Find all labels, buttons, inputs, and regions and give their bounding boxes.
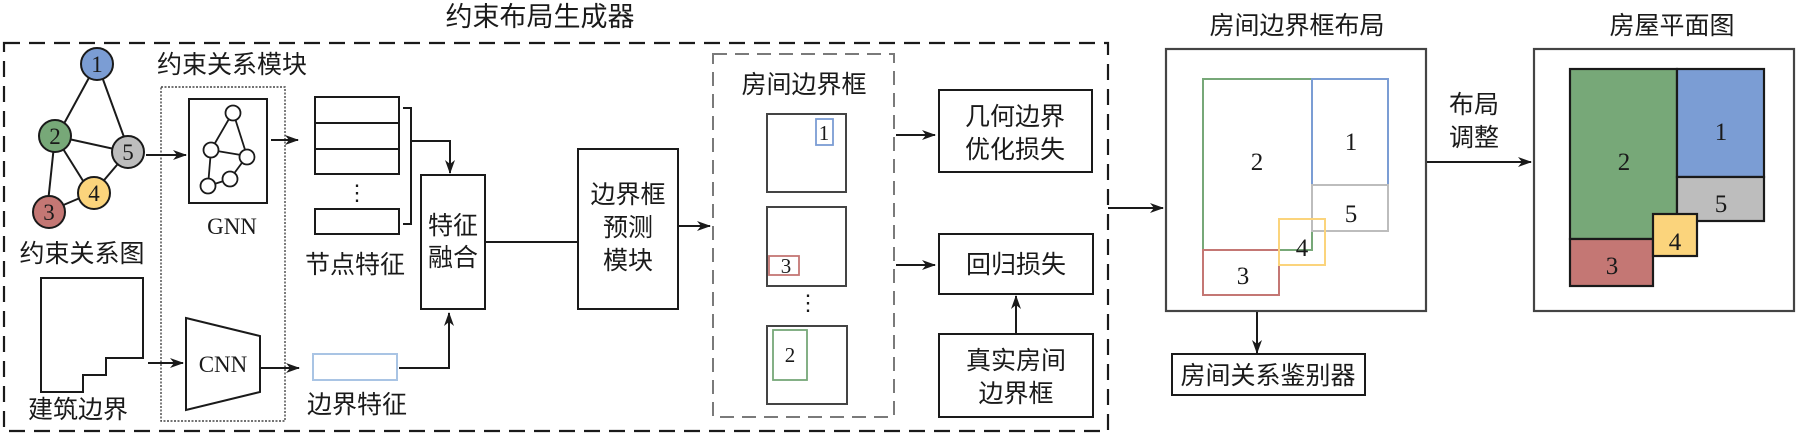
floorplan-room-2-label: 2	[1618, 149, 1631, 176]
bbox-predictor-line3: 模块	[603, 246, 653, 275]
node-features-ellipsis: ⋮	[346, 181, 368, 206]
graph-node-label: 5	[122, 140, 134, 165]
layout-room-5-label: 5	[1345, 201, 1358, 228]
geometric-loss-line2: 优化损失	[965, 135, 1065, 164]
bbox-room-3-label: 3	[781, 254, 792, 278]
room-bboxes-label: 房间边界框	[741, 70, 866, 99]
graph-node-3	[32, 195, 66, 229]
graph-node-label: 2	[49, 124, 61, 149]
bbox-card-3	[766, 206, 847, 287]
floorplan-room-2	[1568, 67, 1679, 241]
layout-room-5	[1311, 184, 1389, 232]
gnn-label: GNN	[207, 214, 257, 239]
bbox-card-1	[766, 113, 847, 193]
floorplan-room-4-label: 4	[1669, 229, 1682, 256]
ground-truth-line2: 边界框	[978, 379, 1053, 408]
regression-loss-box	[938, 233, 1094, 295]
graph-node-label: 1	[91, 52, 103, 77]
ground-truth-box	[938, 333, 1094, 418]
floorplan-room-1	[1675, 67, 1766, 179]
ground-truth-line1: 真实房间	[966, 346, 1066, 375]
bbox-layout-label: 房间边界框布局	[1209, 11, 1384, 40]
graph-node-label: 4	[88, 181, 100, 206]
node-features-stack	[314, 96, 400, 235]
feature-fusion-line2: 融合	[428, 243, 478, 272]
generator-frame	[2, 41, 1110, 433]
bbox-predictor-line1: 边界框	[590, 180, 665, 209]
bbox-room-2	[772, 329, 808, 381]
layout-room-3	[1202, 249, 1280, 296]
bbox-room-2-label: 2	[785, 343, 796, 367]
floorplan-room-4	[1651, 212, 1699, 258]
bbox-predictor-line2: 预测	[603, 213, 653, 242]
floorplan-room-3-label: 3	[1606, 253, 1619, 280]
room-bboxes-ellipsis: ⋮	[797, 291, 819, 316]
geometric-loss-box	[938, 89, 1093, 173]
graph-node-label: 3	[43, 200, 55, 225]
node-features-label: 节点特征	[305, 250, 405, 279]
building-boundary-shape	[40, 277, 144, 393]
graph-node-2	[38, 119, 72, 153]
feature-fusion-line1: 特征	[428, 211, 478, 240]
geometric-loss-line1: 几何边界	[965, 102, 1065, 131]
constraint-module-frame	[160, 86, 286, 422]
room-discriminator-label: 房间关系鉴别器	[1180, 361, 1355, 390]
arrow-node-features-to-fusion	[411, 140, 455, 174]
arrow-boundary-features-to-fusion	[399, 312, 454, 369]
bbox-layout-box	[1164, 47, 1428, 313]
layout-adjust-line1: 布局	[1449, 90, 1499, 119]
layout-room-3-label: 3	[1237, 263, 1250, 290]
bbox-room-1	[815, 118, 834, 146]
graph-node-5	[111, 135, 145, 169]
constraint-graph: 1 2 3 4 5	[32, 47, 145, 229]
floor-plan-label: 房屋平面图	[1609, 11, 1734, 40]
generator-title: 约束布局生成器	[446, 2, 635, 33]
bbox-room-3	[768, 255, 800, 276]
boundary-features-label: 边界特征	[307, 390, 407, 419]
layout-room-2-label: 2	[1251, 149, 1264, 176]
boundary-feature-bar	[312, 353, 398, 381]
floorplan-room-1-label: 1	[1715, 119, 1728, 146]
building-boundary-label: 建筑边界	[28, 395, 128, 424]
graph-node-4	[77, 176, 111, 210]
connector-node-features	[403, 107, 412, 225]
bbox-room-1-label: 1	[819, 121, 830, 145]
regression-loss-label: 回归损失	[966, 250, 1066, 279]
floorplan-room-5-label: 5	[1715, 191, 1728, 218]
room-bboxes-frame	[712, 53, 895, 418]
cnn-label: CNN	[199, 352, 248, 377]
floorplan-room-3	[1568, 237, 1655, 288]
layout-room-4-label: 4	[1296, 235, 1309, 262]
constraint-graph-label: 约束关系图	[19, 239, 144, 268]
cnn-block	[185, 316, 261, 412]
constraint-module-label: 约束关系模块	[157, 50, 307, 79]
layout-room-4	[1278, 218, 1326, 266]
gnn-graph-icon	[199, 104, 256, 195]
feature-fusion-box	[420, 174, 486, 310]
bbox-predictor-box	[577, 148, 679, 310]
layout-adjust-line2: 调整	[1449, 123, 1499, 152]
graph-node-1	[80, 47, 114, 81]
layout-room-1-label: 1	[1345, 129, 1358, 156]
room-discriminator-box	[1171, 353, 1366, 396]
